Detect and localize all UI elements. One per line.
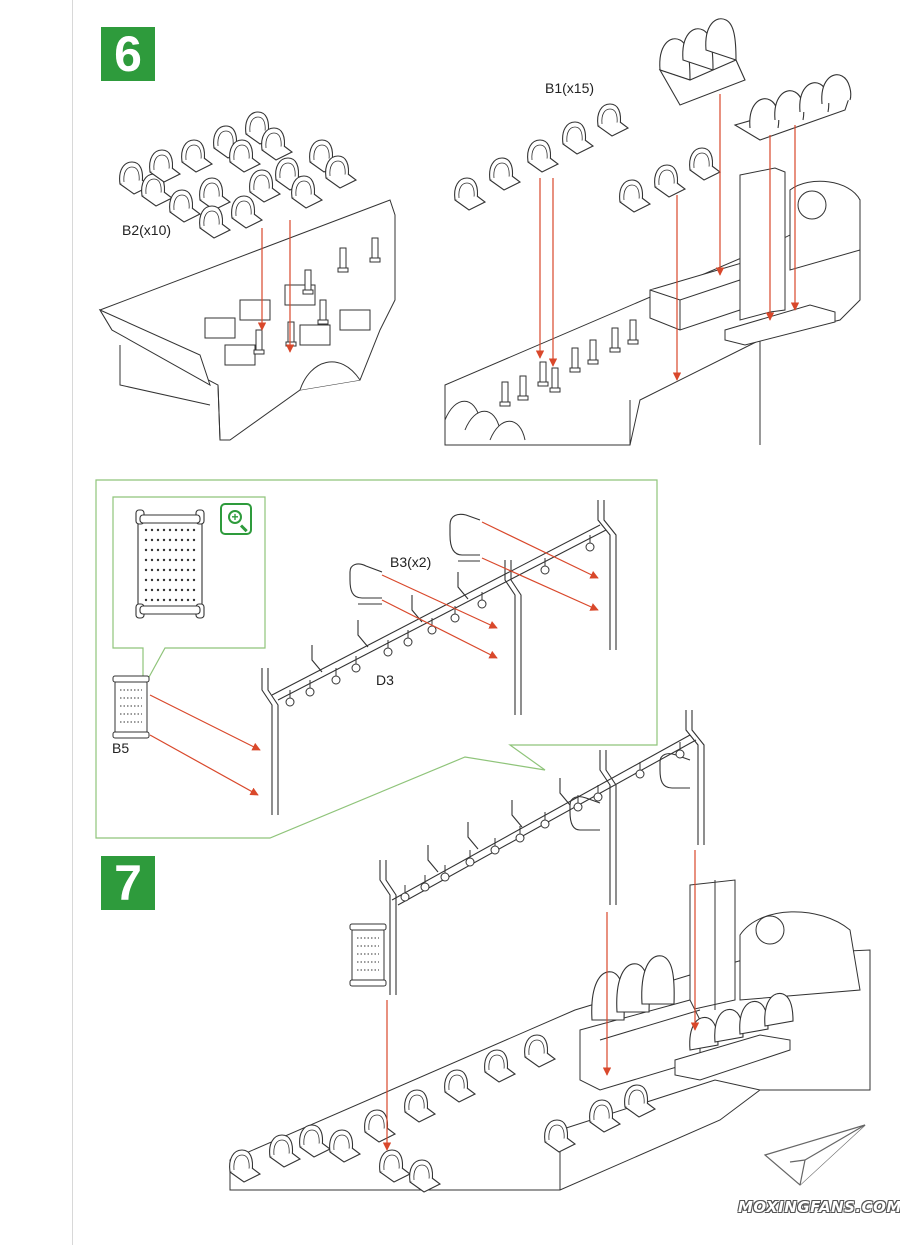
- part-label-b2: B2(x10): [122, 222, 172, 238]
- step7-arrows: [382, 850, 700, 1151]
- page-margin-rule: [72, 0, 73, 1245]
- part-label-b5: B5: [112, 740, 130, 756]
- step6-left-arrows: [257, 220, 295, 353]
- callout-box: [95, 479, 658, 839]
- step6-right-arrows: [535, 94, 800, 381]
- part-label-b3: B3(x2): [390, 554, 432, 570]
- step6-right-seat-block-top: [658, 18, 746, 106]
- step6-right-seats-b1: [454, 103, 721, 213]
- magnifier-handle: [239, 524, 248, 533]
- b5-panel: [112, 675, 150, 739]
- b3-handles: [349, 513, 481, 605]
- step6-left-seats-b2: [119, 111, 357, 239]
- step6-right-floor: [444, 167, 861, 446]
- part-label-b1: B1(x15): [545, 80, 595, 96]
- step7-b5-panel: [349, 923, 387, 987]
- step-7-badge: 7: [101, 856, 155, 910]
- step6-right-seat-block-right: [733, 74, 852, 141]
- watermark-plane-logo: [763, 1124, 866, 1186]
- step7-handrail: [379, 710, 705, 995]
- step-6-badge: 6: [101, 27, 155, 81]
- magnifier-glass: +: [228, 510, 242, 524]
- b5-zoom-panel: [135, 509, 205, 619]
- part-label-d3: D3: [376, 672, 394, 688]
- step6-left-floor: [98, 199, 396, 441]
- b5-zoom-holes: [144, 528, 196, 602]
- step-callout-arrows: [149, 521, 599, 796]
- watermark-text: MOXINGFANS.COM: [738, 1198, 900, 1216]
- step6-right-seat-stubs: [444, 400, 526, 441]
- zoom-in-icon[interactable]: +: [220, 503, 252, 535]
- handrail-d3: [261, 500, 617, 815]
